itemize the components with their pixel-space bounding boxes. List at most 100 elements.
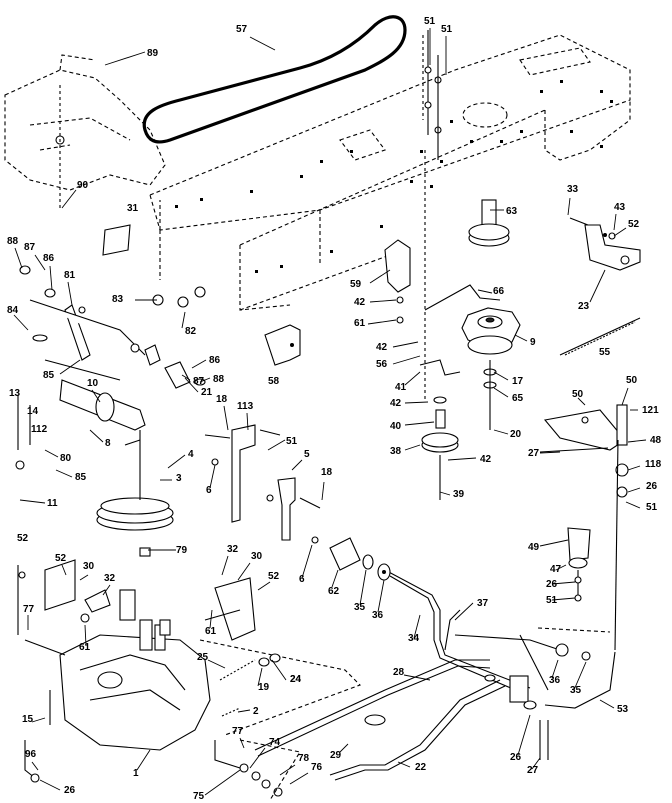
leader-line [627, 487, 641, 493]
part-number-label: 96 [25, 749, 37, 760]
part-number-label: 51 [441, 24, 453, 35]
leader-line [367, 319, 397, 325]
part-number-label: 77 [23, 604, 35, 615]
leader-line [209, 609, 213, 629]
part-number-label: 43 [614, 202, 626, 213]
part-number-label: 85 [43, 370, 55, 381]
part-number-label: 33 [567, 184, 579, 195]
leader-line [257, 667, 263, 687]
part-number-label: 15 [22, 714, 34, 725]
part-number-label: 2 [253, 706, 259, 717]
part-number-label: 26 [646, 481, 658, 492]
part-number-label: 58 [268, 376, 280, 387]
bracket-58 [264, 324, 301, 366]
leader-line [167, 454, 186, 469]
part-number-label: 76 [311, 762, 323, 773]
leader-line [321, 481, 325, 501]
control-rods [254, 569, 591, 781]
part-number-label: 87 [193, 376, 205, 387]
part-number-label: 20 [510, 429, 522, 440]
part-number-label: 112 [31, 424, 48, 435]
part-number-label: 57 [236, 24, 248, 35]
leader-line [14, 247, 23, 269]
leader-line [377, 579, 385, 613]
leader-line [514, 334, 528, 342]
leader-line [289, 772, 309, 785]
part-number-label: 121 [642, 405, 659, 416]
part-number-label: 52 [628, 219, 640, 230]
leader-line [551, 581, 576, 585]
part-number-label: 32 [227, 544, 239, 555]
brackets-5-113 [204, 424, 321, 544]
right-lever-assembly [537, 404, 629, 709]
leader-line [207, 659, 226, 669]
part-number-label: 10 [87, 378, 99, 389]
leader-line [613, 213, 617, 231]
part-number-label: 87 [24, 242, 36, 253]
leader-line [493, 429, 509, 435]
leader-line [34, 254, 46, 271]
leader-line [89, 429, 104, 443]
part-number-label: 42 [390, 398, 402, 409]
leader-line [237, 709, 251, 713]
part-number-label: 18 [216, 394, 228, 405]
leader-line [239, 737, 245, 749]
leader-line [404, 401, 429, 404]
part-number-label: 48 [650, 435, 662, 446]
part-number-label: 47 [550, 564, 562, 575]
bracket-23 [569, 217, 641, 271]
part-number-label: 26 [64, 785, 76, 796]
leader-line [397, 761, 411, 768]
leader-line [19, 499, 46, 504]
leader-line [359, 569, 367, 606]
leader-line [209, 464, 216, 489]
part-number-label: 24 [290, 674, 302, 685]
part-number-label: 28 [393, 667, 405, 678]
part-number-label: 30 [251, 551, 263, 562]
part-number-label: 88 [213, 374, 225, 385]
part-number-label: 84 [7, 305, 19, 316]
part-number-label: 83 [112, 294, 124, 305]
part-number-label: 1 [133, 768, 139, 779]
leader-line [599, 699, 615, 709]
part-number-label: 37 [477, 598, 489, 609]
part-number-label: 41 [395, 382, 407, 393]
leader-line [567, 197, 571, 216]
part-number-label: 8 [105, 438, 111, 449]
main-frame [149, 34, 631, 311]
part-number-label: 34 [408, 633, 420, 644]
part-number-label: 118 [645, 459, 662, 470]
part-number-label: 51 [646, 502, 658, 513]
part-number-label: 61 [354, 318, 366, 329]
leader-line [104, 51, 146, 66]
part-number-label: 56 [376, 359, 388, 370]
part-number-label: 36 [549, 675, 561, 686]
leader-line [136, 749, 151, 771]
part-number-label: 40 [390, 421, 402, 432]
leader-line [573, 661, 587, 691]
leader-line [271, 659, 287, 681]
leader-line [267, 439, 286, 451]
part-number-label: 50 [572, 389, 584, 400]
leader-line [31, 761, 39, 771]
leader-line [102, 584, 111, 596]
center-shaft-parts [329, 537, 391, 581]
leader-line [539, 451, 561, 454]
leader-line [181, 374, 191, 381]
leader-line [13, 314, 29, 331]
left-frame-section [4, 54, 166, 210]
leader-line [181, 311, 186, 329]
part-number-label: 11 [47, 498, 58, 509]
leader-line [301, 544, 313, 579]
part-number-label: 3 [176, 473, 182, 484]
left-linkage [15, 224, 206, 531]
part-number-label: 30 [83, 561, 95, 572]
part-number-label: 90 [77, 180, 89, 191]
part-number-label: 61 [205, 626, 217, 637]
leader-line [257, 581, 271, 591]
part-number-label: 31 [127, 203, 139, 214]
part-number-label: 79 [176, 545, 188, 556]
part-number-label: 22 [415, 762, 427, 773]
transmission [17, 547, 361, 801]
